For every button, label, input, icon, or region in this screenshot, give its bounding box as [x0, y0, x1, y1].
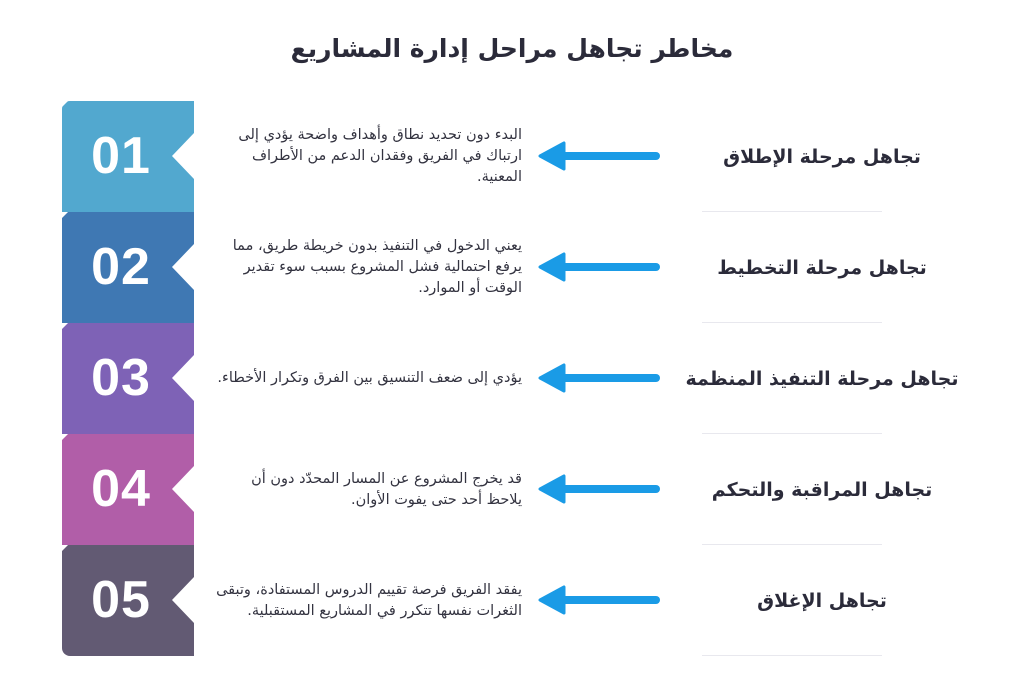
left-arrow-icon [538, 141, 660, 171]
step-row: 03 يؤدي إلى ضعف التنسيق بين الفرق وتكرار… [62, 323, 962, 434]
step-description-box: البدء دون تحديد نطاق وأهداف واضحة يؤدي إ… [204, 101, 522, 212]
step-description: يؤدي إلى ضعف التنسيق بين الفرق وتكرار ال… [217, 370, 522, 386]
row-divider [702, 655, 882, 656]
step-label: تجاهل مرحلة الإطلاق [723, 145, 921, 168]
step-number-block: 02 [62, 212, 194, 323]
step-description: يفقد الفريق فرصة تقييم الدروس المستفادة،… [216, 581, 522, 619]
step-label: تجاهل الإغلاق [757, 589, 887, 612]
step-row: 05 يفقد الفريق فرصة تقييم الدروس المستفا… [62, 545, 962, 656]
step-description-box: يؤدي إلى ضعف التنسيق بين الفرق وتكرار ال… [204, 323, 522, 434]
step-number: 04 [91, 460, 151, 518]
step-row: 04 قد يخرج المشروع عن المسار المحدّد دون… [62, 434, 962, 545]
row-divider [702, 322, 882, 323]
step-number: 01 [91, 127, 151, 185]
step-description: يعني الدخول في التنفيذ بدون خريطة طريق، … [232, 238, 522, 296]
step-description-box: يفقد الفريق فرصة تقييم الدروس المستفادة،… [204, 545, 522, 656]
step-row: 02 يعني الدخول في التنفيذ بدون خريطة طري… [62, 212, 962, 323]
step-description: قد يخرج المشروع عن المسار المحدّد دون أن… [251, 470, 522, 508]
diagram-title: مخاطر تجاهل مراحل إدارة المشاريع [290, 34, 734, 63]
step-label: تجاهل المراقبة والتحكم [711, 478, 933, 501]
row-divider [702, 433, 882, 434]
step-number: 02 [91, 238, 151, 296]
step-number-block: 03 [62, 323, 194, 434]
step-label: تجاهل مرحلة التخطيط [717, 256, 927, 279]
step-number: 05 [91, 571, 151, 629]
left-arrow-icon [538, 252, 660, 282]
row-divider [702, 544, 882, 545]
step-description: البدء دون تحديد نطاق وأهداف واضحة يؤدي إ… [238, 127, 522, 185]
step-number-block: 04 [62, 434, 194, 545]
row-divider [702, 211, 882, 212]
step-description-box: يعني الدخول في التنفيذ بدون خريطة طريق، … [204, 212, 522, 323]
step-number: 03 [91, 349, 151, 407]
step-number-block: 01 [62, 101, 194, 212]
step-row: 01 البدء دون تحديد نطاق وأهداف واضحة يؤد… [62, 101, 962, 212]
left-arrow-icon [538, 363, 660, 393]
left-arrow-icon [538, 585, 660, 615]
step-number-block: 05 [62, 545, 194, 656]
left-arrow-icon [538, 474, 660, 504]
step-label: تجاهل مرحلة التنفيذ المنظمة [685, 367, 959, 390]
step-description-box: قد يخرج المشروع عن المسار المحدّد دون أن… [204, 434, 522, 545]
